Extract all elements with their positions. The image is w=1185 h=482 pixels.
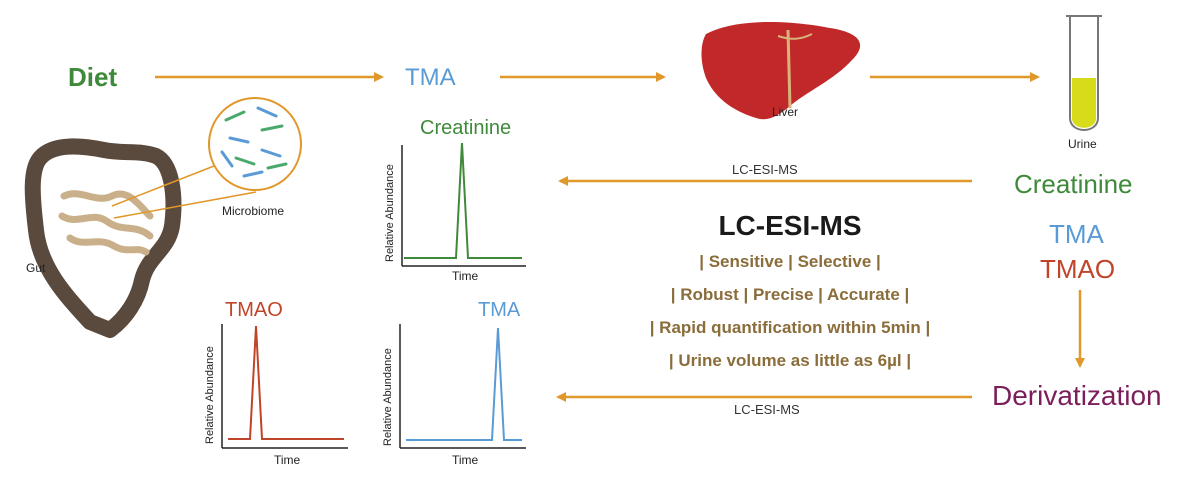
creatinine-chart-xlabel: Time — [452, 269, 479, 283]
tmao-right-label: TMAO — [1040, 254, 1116, 284]
liver-label: Liver — [772, 105, 799, 119]
lc-top-label: LC-ESI-MS — [732, 162, 798, 177]
chart-creatinine — [401, 142, 526, 267]
urine-label: Urine — [1068, 137, 1097, 151]
feature-line-4: | Urine volume as little as 6µl | — [668, 351, 912, 370]
feature-line-3: | Rapid quantification within 5min | — [649, 318, 931, 337]
derivatization-label: Derivatization — [992, 380, 1162, 411]
creatinine-chart-ylabel: Relative Abundance — [384, 164, 396, 262]
tma-right-label: TMA — [1049, 219, 1104, 249]
tma-trace — [406, 327, 522, 441]
tma-chart-title: TMA — [478, 299, 521, 321]
gut-icon — [24, 138, 182, 338]
tmao-chart-ylabel: Relative Abundance — [204, 346, 216, 444]
tmao-trace — [228, 325, 344, 440]
tma-chart-ylabel: Relative Abundance — [382, 348, 394, 446]
microbiome-connector-top — [111, 165, 215, 207]
chart-tma — [399, 324, 526, 449]
liver-icon — [701, 22, 861, 120]
diet-label: Diet — [68, 62, 118, 92]
center-title: LC-ESI-MS — [718, 210, 862, 241]
creatinine-right-label: Creatinine — [1014, 169, 1133, 199]
creatinine-chart-title: Creatinine — [420, 117, 512, 139]
tmao-chart-xlabel: Time — [274, 453, 301, 467]
urine-tube-icon — [1066, 15, 1102, 131]
feature-line-1: | Sensitive | Selective | — [699, 252, 881, 271]
tmao-chart-title: TMAO — [225, 299, 283, 321]
tma-top-label: TMA — [405, 64, 456, 91]
lc-bottom-label: LC-ESI-MS — [734, 402, 800, 417]
feature-line-2: | Robust | Precise | Accurate | — [670, 285, 910, 304]
microbiome-icon — [208, 97, 302, 191]
gut-label: Gut — [26, 261, 46, 275]
chart-tmao — [221, 324, 348, 449]
tma-chart-xlabel: Time — [452, 453, 479, 467]
creatinine-trace — [404, 142, 522, 259]
flow-arrows — [155, 72, 1085, 402]
microbiome-connector-bottom — [113, 191, 257, 219]
microbiome-label: Microbiome — [222, 204, 285, 218]
